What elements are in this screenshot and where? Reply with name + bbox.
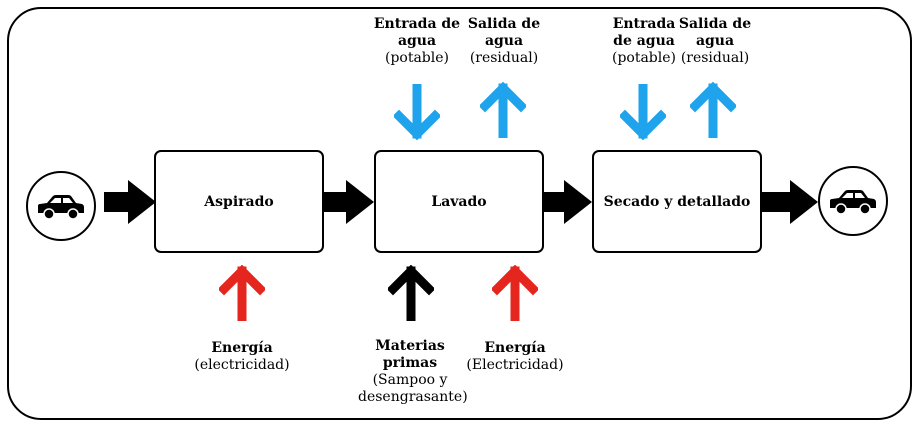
diagram-frame bbox=[7, 7, 912, 420]
flow-arrow bbox=[544, 180, 592, 224]
energy-label: Energía (electricidad) bbox=[182, 340, 302, 374]
label-title: Salida de agua bbox=[467, 16, 541, 49]
water-inlet-label: Entrada de agua (potable) bbox=[606, 16, 682, 67]
process-label: Lavado bbox=[431, 193, 487, 210]
flow-arrow bbox=[762, 180, 818, 224]
label-detail: (residual) bbox=[469, 50, 539, 66]
end-car-circle bbox=[818, 166, 888, 236]
process-box-aspirado: Aspirado bbox=[154, 150, 324, 253]
label-title: Materias primas bbox=[375, 338, 445, 371]
label-detail: (electricidad) bbox=[194, 357, 290, 373]
label-detail: (potable) bbox=[384, 50, 449, 66]
label-title: Energía bbox=[484, 340, 546, 356]
label-title: Entrada de agua bbox=[373, 16, 461, 49]
label-detail: (potable) bbox=[611, 50, 676, 66]
energy-input-arrow bbox=[219, 265, 265, 321]
process-box-lavado: Lavado bbox=[374, 150, 544, 253]
start-car-circle bbox=[26, 171, 96, 241]
water-outlet-arrow bbox=[690, 82, 736, 138]
flow-arrow bbox=[104, 180, 156, 224]
flow-arrow bbox=[324, 180, 374, 224]
water-outlet-label: Salida de agua (residual) bbox=[464, 16, 544, 67]
car-icon bbox=[830, 190, 876, 214]
label-detail: (Sampoo y desengrasante) bbox=[358, 372, 468, 405]
materials-input-arrow bbox=[388, 265, 434, 321]
label-title: Salida de agua bbox=[678, 16, 752, 49]
label-title: Energía bbox=[211, 340, 273, 356]
label-title: Entrada de agua bbox=[612, 16, 676, 49]
water-inlet-label: Entrada de agua (potable) bbox=[372, 16, 462, 67]
car-icon bbox=[38, 195, 84, 219]
process-box-secado: Secado y detallado bbox=[592, 150, 762, 253]
energy-label: Energía (Electricidad) bbox=[455, 340, 575, 374]
energy-input-arrow bbox=[492, 265, 538, 321]
process-label: Secado y detallado bbox=[603, 193, 751, 210]
process-label: Aspirado bbox=[204, 193, 274, 210]
water-inlet-arrow bbox=[394, 84, 440, 140]
water-outlet-arrow bbox=[480, 82, 526, 138]
label-detail: (residual) bbox=[680, 50, 750, 66]
water-outlet-label: Salida de agua (residual) bbox=[676, 16, 754, 67]
water-inlet-arrow bbox=[620, 84, 666, 140]
materials-label: Materias primas (Sampoo y desengrasante) bbox=[350, 338, 470, 406]
label-detail: (Electricidad) bbox=[466, 357, 564, 373]
